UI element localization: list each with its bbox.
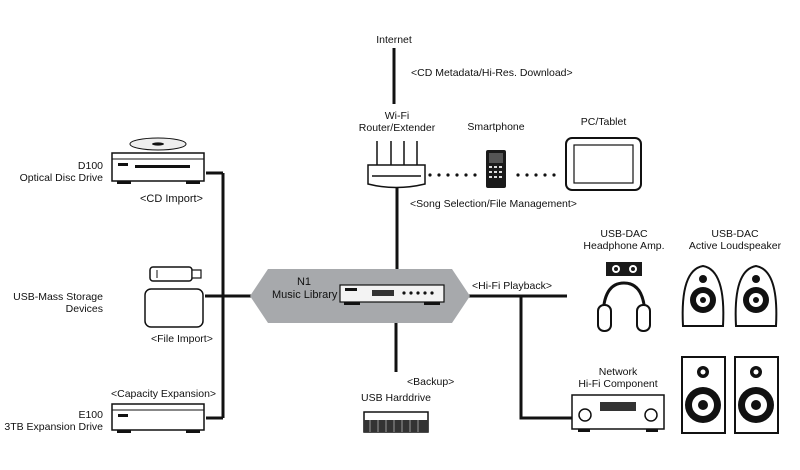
e100-label-line2: 3TB Expansion Drive [4, 421, 103, 433]
network-component-icon [571, 394, 665, 432]
router-icon [367, 141, 426, 189]
external-disk-icon [144, 288, 204, 328]
hifi-playback-label: <Hi-Fi Playback> [472, 280, 552, 292]
e100-device-icon [111, 403, 205, 433]
active-speaker-left-icon [681, 264, 725, 327]
capacity-expansion-label: <Capacity Expansion> [111, 388, 217, 400]
internet-label: Internet [376, 34, 412, 46]
usb-harddrive-icon [363, 411, 429, 433]
hub-label-line2: Music Library [272, 289, 338, 301]
speaker-dac-label-line1: USB-DAC [711, 228, 759, 240]
wireless-links [428, 173, 556, 177]
cd-metadata-label: <CD Metadata/Hi-Res. Download> [411, 67, 573, 79]
d100-label-line1: D100 [77, 160, 103, 172]
floor-speaker-left-icon [681, 356, 726, 434]
connection-lines [205, 48, 572, 420]
tablet-icon [565, 137, 642, 191]
router-label-line1: Wi-Fi [384, 110, 410, 122]
network-component-link [519, 296, 572, 420]
speaker-dac-label-line2: Active Loudspeaker [688, 240, 782, 252]
active-speaker-right-icon [734, 264, 778, 327]
n1-device [339, 284, 445, 305]
smartphone-label: Smartphone [467, 121, 525, 133]
file-import-label: <File Import> [151, 333, 213, 345]
smartphone-icon [486, 150, 506, 188]
hub-label-line1: N1 [296, 276, 312, 288]
cd-import-label: <CD Import> [140, 193, 203, 205]
network-component-label-line2: Hi-Fi Component [578, 378, 658, 390]
backup-label: <Backup> [407, 376, 455, 388]
d100-label-line2: Optical Disc Drive [19, 172, 103, 184]
usb-mass-label-line2: Devices [65, 303, 103, 315]
usb-mass-label-line1: USB-Mass Storage [13, 291, 103, 303]
e100-label-line1: E100 [78, 409, 103, 421]
network-component-label-line1: Network [598, 366, 638, 378]
song-selection-label: <Song Selection/File Management> [410, 198, 577, 210]
headphone-dac-label-line2: Headphone Amp. [583, 240, 665, 252]
headphone-dac-label-line1: USB-DAC [600, 228, 648, 240]
d100-device-icon [111, 137, 205, 184]
usb-harddrive-label: USB Harddrive [360, 392, 432, 404]
pc-tablet-label: PC/Tablet [580, 116, 627, 128]
headphones-icon [597, 281, 651, 332]
router-label-line2: Router/Extender [358, 122, 436, 134]
headphone-amp-icon [606, 262, 642, 276]
floor-speaker-right-icon [734, 356, 779, 434]
usb-stick-icon [149, 266, 202, 282]
